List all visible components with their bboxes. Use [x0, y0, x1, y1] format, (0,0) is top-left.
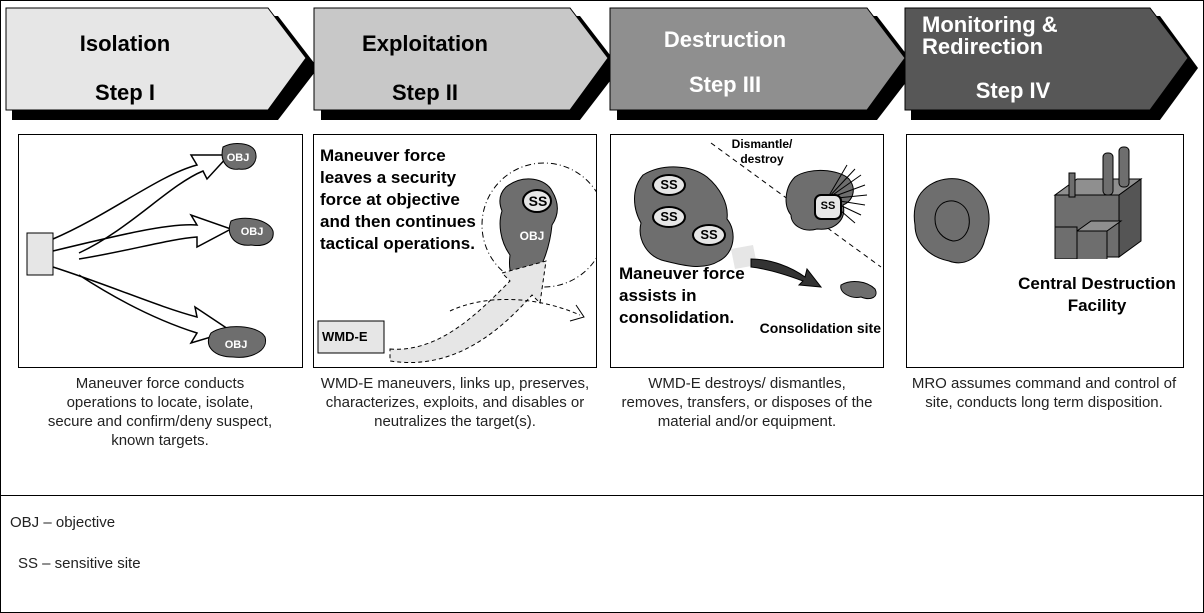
exploitation-text: Maneuver force leaves a security force a… — [320, 146, 476, 253]
isolation-arrows-graphic — [26, 143, 274, 358]
facility-label: Central Destruction Facility — [1018, 274, 1176, 315]
destruction-facility-icon — [1053, 146, 1143, 262]
step-4-arrow — [904, 7, 1189, 111]
step-3-label: Step III — [688, 72, 762, 97]
description-destruction: WMD-E destroys/ dismantles, removes, tra… — [621, 375, 873, 430]
ss-label-3: SS — [700, 227, 718, 242]
obj-target-3 — [208, 326, 267, 358]
step-2-title: Exploitation — [362, 31, 488, 56]
destruction-graphic — [634, 142, 882, 300]
ss-label-4: SS — [820, 200, 836, 212]
consolidation-site-target — [840, 281, 877, 300]
obj-label: OBJ — [519, 229, 545, 243]
panel-destruction: Dismantle/ destroy SS SS SS SS Maneuver … — [610, 134, 884, 368]
obj-label-3: OBJ — [224, 339, 248, 351]
ss-label-2: SS — [660, 209, 678, 224]
legend-obj: OBJ – objective — [10, 514, 116, 531]
step-4-title: Monitoring & Redirection — [922, 12, 1058, 59]
obj-label-2: OBJ — [240, 226, 264, 238]
step-arrows — [5, 7, 1198, 120]
panel-monitoring: Central Destruction Facility — [906, 134, 1184, 368]
obj-target-1 — [221, 143, 257, 170]
exploitation-graphic — [317, 162, 596, 363]
legend-ss: SS – sensitive site — [18, 555, 141, 572]
panel-isolation: OBJ OBJ OBJ — [18, 134, 303, 368]
consolidation-site-label: Consolidation site — [759, 320, 881, 336]
panel-exploitation: Maneuver force leaves a security force a… — [313, 134, 597, 368]
description-exploitation: WMD-E maneuvers, links up, preserves, ch… — [320, 375, 590, 430]
step-1-arrow — [5, 7, 307, 111]
transfer-arrow — [750, 258, 823, 288]
step-1-label: Step I — [95, 80, 155, 105]
wmd-e-label: WMD-E — [322, 329, 368, 344]
step-2-arrow — [313, 7, 609, 111]
step-3-arrow — [609, 7, 906, 111]
legend-divider — [0, 495, 1204, 496]
step-4-label: Step IV — [975, 78, 1051, 103]
description-monitoring: MRO assumes command and control of site,… — [911, 375, 1177, 411]
description-isolation: Maneuver force conducts operations to lo… — [47, 375, 273, 449]
obj-label-1: OBJ — [226, 152, 250, 164]
ss-label-1: SS — [660, 177, 678, 192]
obj-target-2 — [229, 217, 274, 246]
step-2-label: Step II — [391, 80, 458, 105]
dismantle-label: Dismantle/ destroy — [731, 137, 793, 166]
ss-ellipse — [522, 189, 552, 213]
step-1-title: Isolation — [79, 31, 171, 56]
wmd-e-box — [317, 320, 385, 354]
monitoring-graphic — [913, 146, 1179, 355]
site-target — [913, 178, 990, 264]
ss-label: SS — [528, 193, 548, 209]
maneuver-consolidation-text: Maneuver force assists in consolidation. — [619, 264, 745, 327]
step-3-title: Destruction — [663, 27, 787, 52]
movement-arrow — [389, 260, 547, 363]
